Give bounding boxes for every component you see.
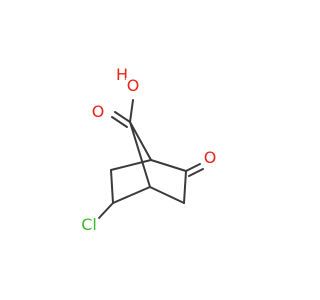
bond-c2-c3 <box>183 170 187 204</box>
ketone-o-label: O <box>202 148 218 167</box>
bond-carboxyl-oh <box>129 99 134 123</box>
bond-c5-c4 <box>112 186 151 204</box>
chlorine-label: Cl <box>80 215 98 234</box>
bond-ketone-co-1 <box>185 163 201 172</box>
hydroxyl-o-label: O <box>125 76 141 95</box>
hydroxyl-h-label: H <box>114 65 130 84</box>
structure-diagram <box>98 99 204 219</box>
bond-c5-cl <box>98 202 114 219</box>
bond-carboxyl-co-1 <box>114 111 131 123</box>
bond-carboxyl-to-bridgehead-back <box>129 121 151 188</box>
bond-ketone-co-2 <box>188 168 204 177</box>
bond-c1-c2 <box>150 159 187 172</box>
bond-c6-c5 <box>110 169 114 204</box>
bond-c3-c4 <box>149 186 185 204</box>
bond-carboxyl-co-2 <box>111 116 128 128</box>
carboxyl-carbonyl-o-label: O <box>90 102 106 121</box>
bond-carboxyl-to-bridgehead <box>129 121 152 161</box>
bond-c1-c6 <box>110 159 152 171</box>
